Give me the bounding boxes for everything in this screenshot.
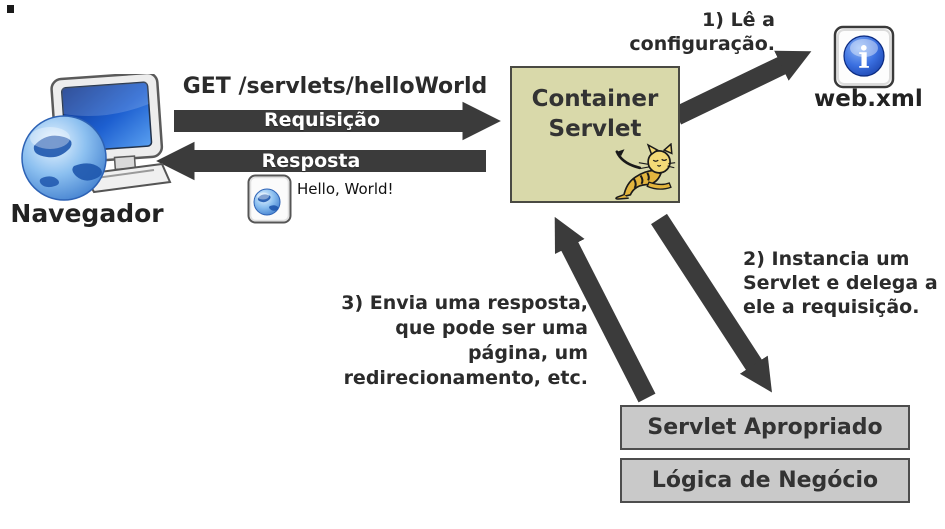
step2-note: 2) Instancia um Servlet e delega a ele a…	[743, 248, 938, 318]
step3-note: 3) Envia uma resposta, que pode ser uma …	[341, 292, 588, 389]
servlet-container-label: Container Servlet	[531, 86, 659, 142]
webxml-info-icon: i	[833, 25, 895, 89]
servlet-apropriado-node: Servlet Apropriado	[620, 405, 910, 450]
browser-node-label: Navegador	[10, 199, 164, 228]
response-content-text: Hello, World!	[297, 180, 394, 198]
webxml-label: web.xml	[814, 86, 923, 112]
corner-artifact	[7, 5, 14, 13]
http-request-text: GET /servlets/helloWorld	[182, 74, 488, 99]
servlet-container-node: Container Servlet	[510, 66, 680, 203]
step1-note: 1) Lê a configuração.	[629, 9, 775, 55]
response-arrow-label: Resposta	[261, 150, 361, 172]
delegate-arrow	[651, 213, 772, 393]
html-page-icon	[247, 174, 292, 224]
read-config-arrow	[672, 50, 812, 125]
tomcat-logo-icon	[615, 143, 676, 200]
computer-browser-icon	[21, 74, 172, 201]
svg-text:i: i	[858, 41, 869, 76]
logica-negocio-node: Lógica de Negócio	[620, 458, 910, 503]
request-arrow-label: Requisição	[263, 109, 381, 131]
